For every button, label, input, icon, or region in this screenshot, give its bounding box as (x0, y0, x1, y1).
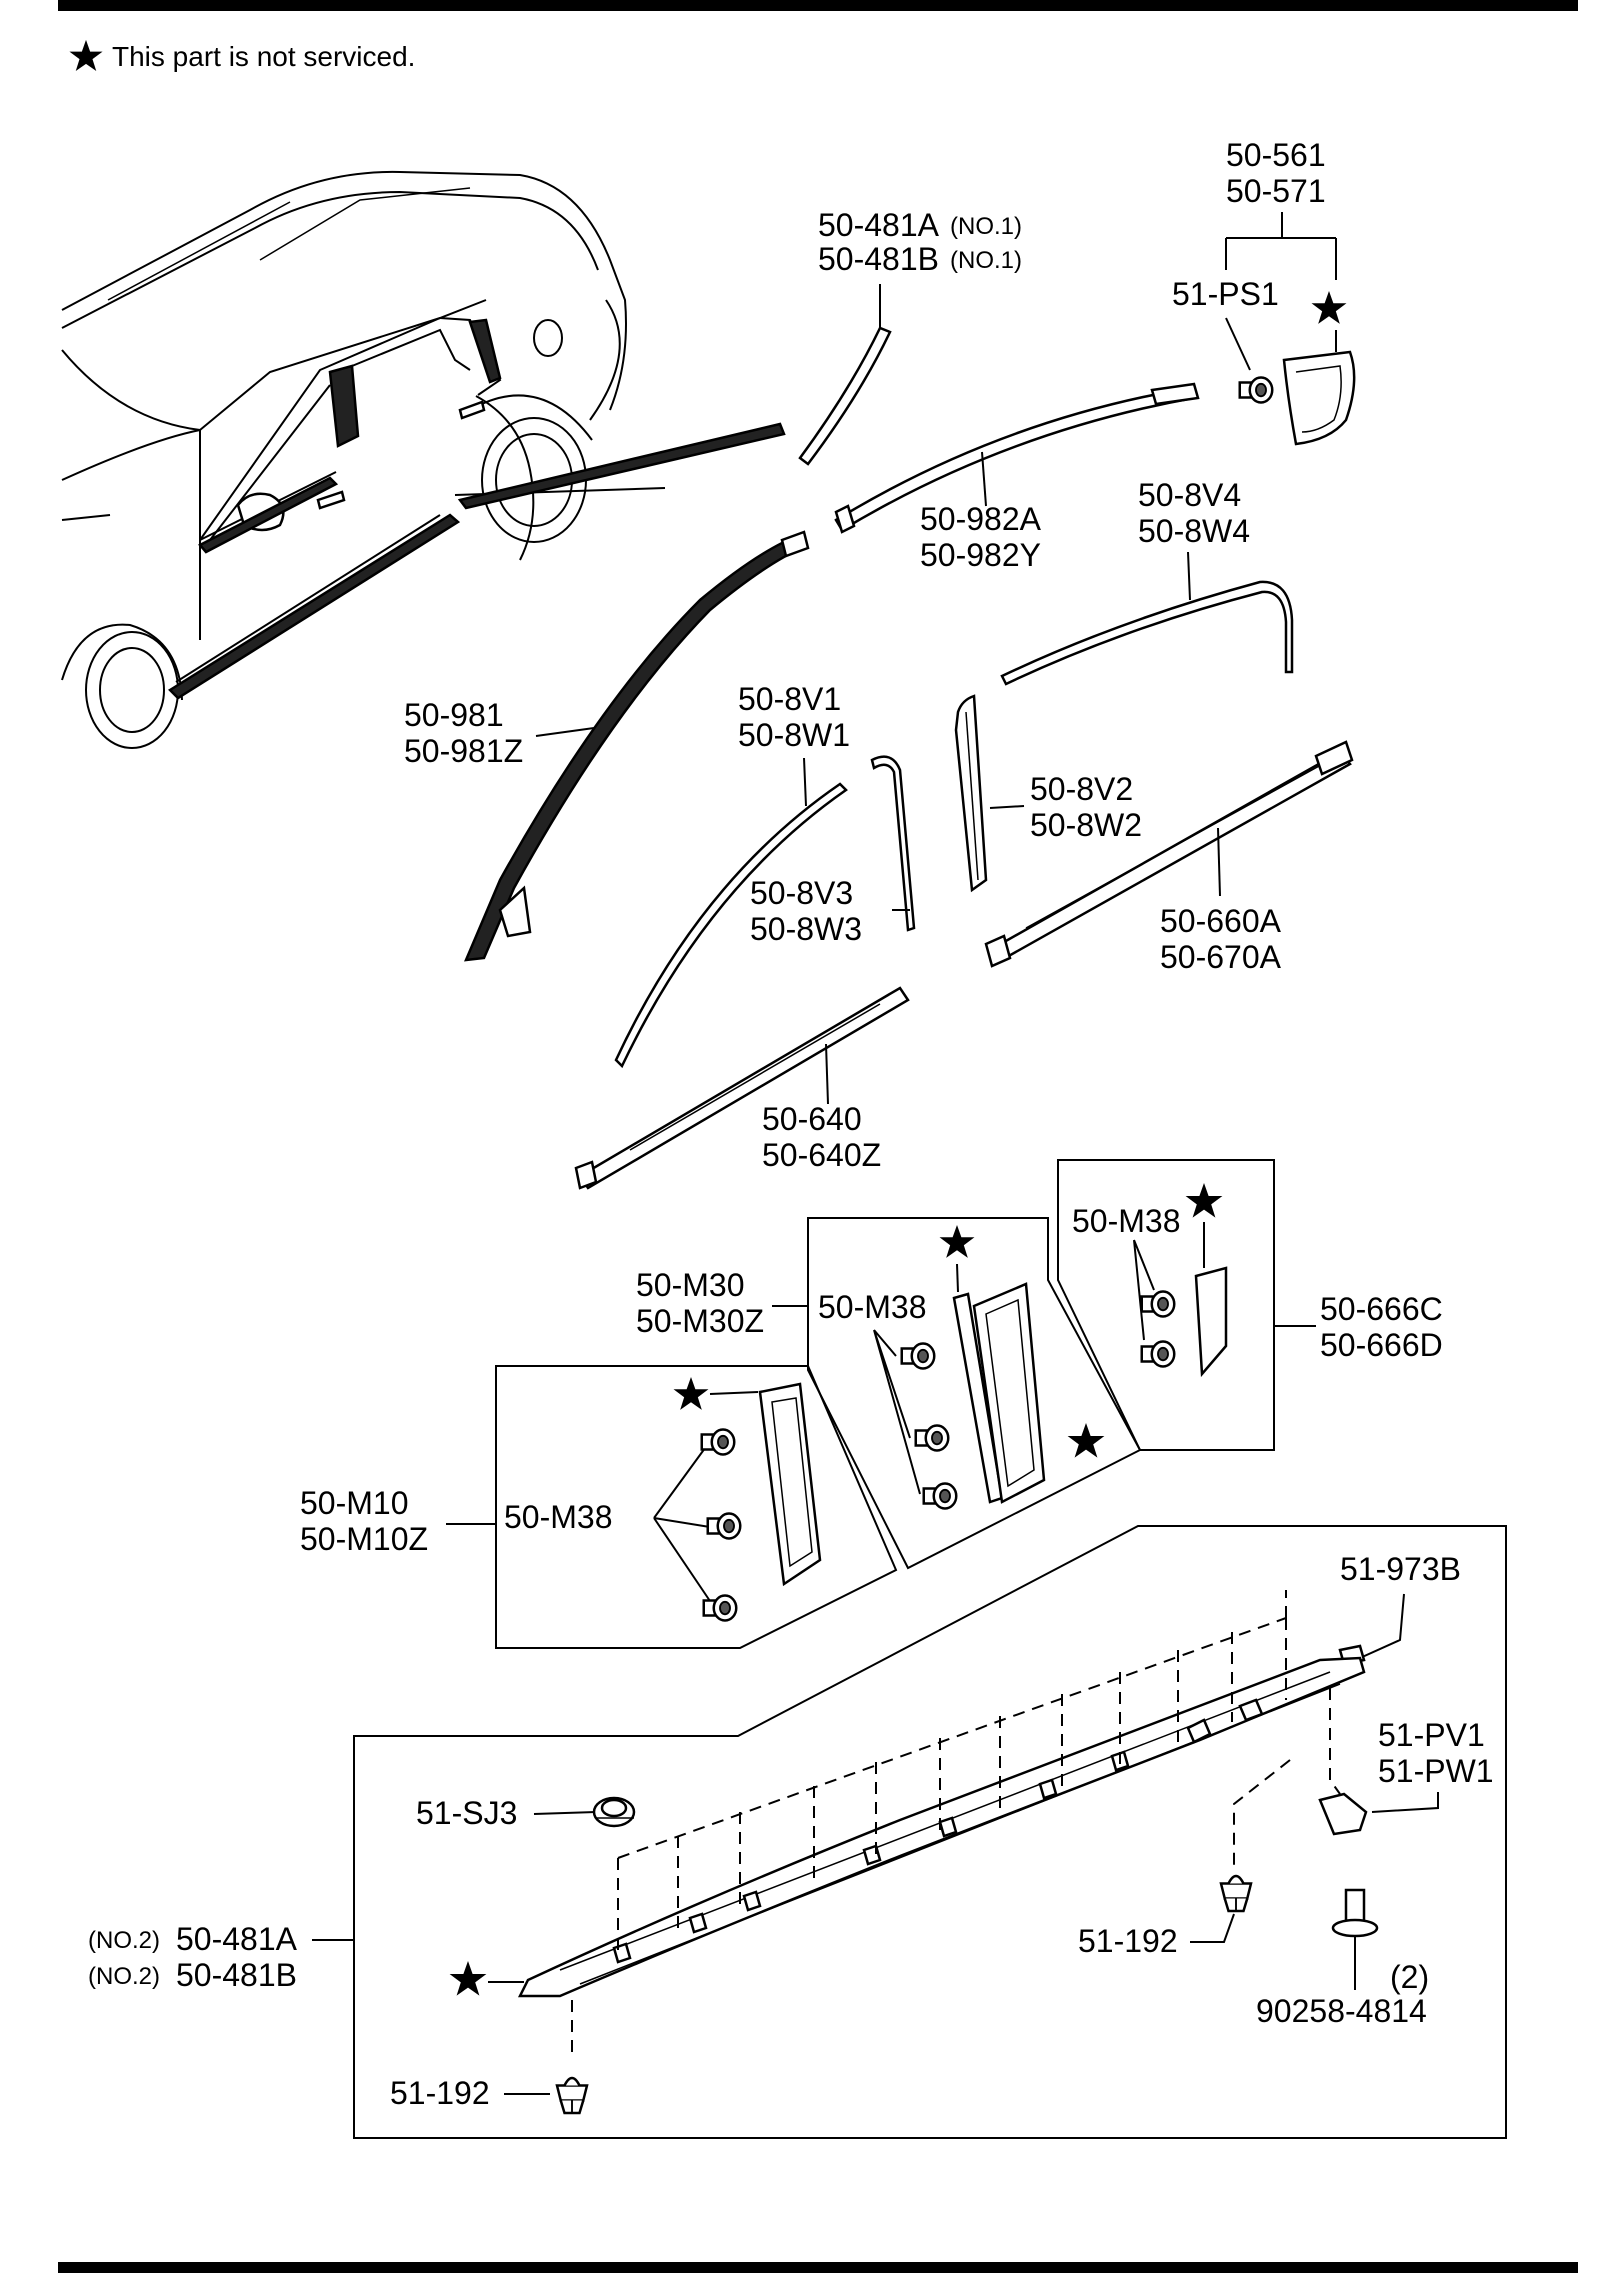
part-51-192-clip (555, 2076, 589, 2115)
not-serviced-note: This part is not serviced. (112, 41, 415, 72)
star-icon (939, 1224, 975, 1258)
label-50-8W2: 50-8W2 (1030, 807, 1142, 843)
box-50-M30 (807, 1217, 1142, 1570)
label-50-8V4: 50-8V4 (1138, 477, 1241, 513)
dashed-fastener-guides (571, 1590, 1341, 2060)
part-50-660A (984, 740, 1354, 968)
label-no2-a: (NO.2) (88, 1927, 160, 1954)
star-icon (673, 1376, 709, 1410)
part-50-M38-clip (1140, 1290, 1176, 1318)
part-50-M38-clip (914, 1424, 950, 1452)
box-50-M10 (495, 1365, 898, 1649)
label-50-M38-right: 50-M38 (1072, 1203, 1181, 1239)
label-50-982A: 50-982A (920, 501, 1042, 537)
part-50-M38-clip (1140, 1340, 1176, 1368)
part-50-M38-clip (706, 1512, 742, 1540)
label-50-8V1: 50-8V1 (738, 681, 841, 717)
label-51-SJ3: 51-SJ3 (416, 1795, 517, 1831)
label-50-666D: 50-666D (1320, 1327, 1443, 1363)
label-50-M38-mid: 50-M38 (818, 1289, 927, 1325)
part-90258-4814-bolt (1331, 1888, 1379, 1938)
label-50-M30: 50-M30 (636, 1267, 745, 1303)
star-icon (449, 1961, 487, 1996)
part-50-666C (1194, 1266, 1228, 1378)
label-50-8W3: 50-8W3 (750, 911, 862, 947)
part-51-SJ3 (592, 1796, 636, 1828)
star-icon (1067, 1423, 1105, 1458)
box-50-481-no2 (353, 1525, 1507, 2139)
label-no1-a: (NO.1) (950, 213, 1022, 240)
part-50-M10 (758, 1382, 822, 1587)
part-50-8V3 (870, 755, 916, 932)
label-50-660A: 50-660A (1160, 903, 1282, 939)
box-50-666 (1057, 1159, 1275, 1451)
label-50-8W4: 50-8W4 (1138, 513, 1250, 549)
label-50-981: 50-981 (404, 697, 504, 733)
part-50-561-garnish (1282, 350, 1356, 446)
label-50-640: 50-640 (762, 1101, 862, 1137)
part-50-981 (464, 530, 810, 962)
label-50-481A-no1: 50-481A (818, 207, 940, 243)
part-50-640 (574, 986, 910, 1190)
part-50-M38-clip (900, 1342, 936, 1370)
part-51-192-clip (1219, 1874, 1253, 1913)
part-50-982A (834, 382, 1200, 534)
part-50-8V1 (614, 782, 848, 1069)
label-50-481A-no2: 50-481A (176, 1921, 298, 1957)
label-qty-2: (2) (1390, 1959, 1429, 1995)
part-50-481A-no2-sill (517, 1656, 1366, 1998)
label-50-982Y: 50-982Y (920, 537, 1041, 573)
star-icon (1311, 290, 1347, 324)
part-50-M30 (952, 1282, 1046, 1504)
label-50-670A: 50-670A (1160, 939, 1282, 975)
label-51-PW1: 51-PW1 (1378, 1753, 1494, 1789)
label-50-640Z: 50-640Z (762, 1137, 881, 1173)
part-50-481-no1 (798, 284, 892, 466)
part-50-M38-clip (702, 1594, 738, 1622)
star-icon (1185, 1183, 1223, 1218)
label-50-561: 50-561 (1226, 137, 1326, 173)
part-51-PV1 (1318, 1792, 1368, 1836)
label-50-8V2: 50-8V2 (1030, 771, 1133, 807)
label-51-PV1: 51-PV1 (1378, 1717, 1485, 1753)
car-illustration (61, 170, 786, 749)
label-51-192-bottom: 51-192 (390, 2075, 490, 2111)
label-51-PS1: 51-PS1 (1172, 276, 1279, 312)
label-51-973B: 51-973B (1340, 1551, 1461, 1587)
label-50-481B-no1: 50-481B (818, 241, 939, 277)
label-50-M10: 50-M10 (300, 1485, 409, 1521)
label-50-481B-no2: 50-481B (176, 1957, 297, 1993)
top-border-bar (58, 0, 1578, 11)
part-51-PS1-clip (1238, 376, 1274, 404)
bottom-border-bar (58, 2262, 1578, 2273)
star-icon (69, 39, 103, 72)
label-50-8W1: 50-8W1 (738, 717, 850, 753)
label-50-M30Z: 50-M30Z (636, 1303, 764, 1339)
part-50-M38-clip (700, 1428, 736, 1456)
label-50-571: 50-571 (1226, 173, 1326, 209)
part-50-M38-clip (922, 1482, 958, 1510)
label-50-666C: 50-666C (1320, 1291, 1443, 1327)
label-50-M10Z: 50-M10Z (300, 1521, 428, 1557)
label-no2-b: (NO.2) (88, 1963, 160, 1990)
label-50-8V3: 50-8V3 (750, 875, 853, 911)
label-51-192-right: 51-192 (1078, 1923, 1178, 1959)
label-50-981Z: 50-981Z (404, 733, 523, 769)
label-no1-b: (NO.1) (950, 247, 1022, 274)
part-50-8V2 (954, 694, 988, 893)
part-50-8V4 (1000, 580, 1294, 686)
label-50-M38-left: 50-M38 (504, 1499, 613, 1535)
label-90258-4814: 90258-4814 (1256, 1993, 1427, 2029)
